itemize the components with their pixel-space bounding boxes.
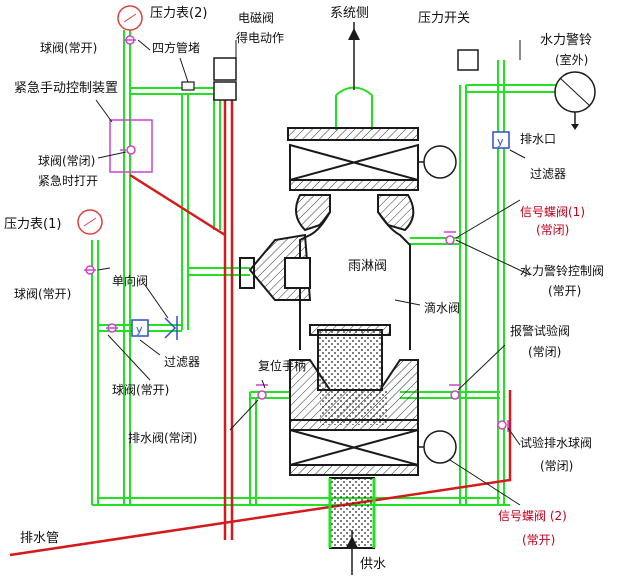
label-ball-valve-open-bottom: 球阀(常开) bbox=[112, 383, 169, 397]
water-bell bbox=[554, 71, 596, 130]
signal-butterfly-2-actuator bbox=[423, 430, 457, 464]
deluge-valve-body bbox=[239, 127, 419, 549]
label-drain-valve-closed: 排水阀(常闭) bbox=[128, 431, 197, 445]
label-drip-valve: 滴水阀 bbox=[424, 300, 460, 315]
label-ball-valve-closed-2: 紧急时打开 bbox=[38, 173, 98, 188]
label-ball-valve-open-left: 球阀(常开) bbox=[14, 287, 71, 301]
label-deluge-valve: 雨淋阀 bbox=[348, 259, 387, 274]
label-solenoid-valve-2: 得电动作 bbox=[236, 30, 284, 45]
solenoid-valve bbox=[213, 57, 237, 101]
label-ball-valve-closed-1: 球阀(常闭) bbox=[38, 154, 95, 168]
label-pressure-gauge-2: 压力表(2) bbox=[150, 6, 207, 21]
filter-right: y bbox=[492, 131, 510, 149]
label-water-bell-1: 水力警铃 bbox=[540, 32, 592, 48]
label-drain-outlet: 排水口 bbox=[520, 132, 556, 146]
label-solenoid-valve-1: 电磁阀 bbox=[238, 10, 274, 25]
label-four-way-plug: 四方管堵 bbox=[152, 40, 200, 55]
label-signal-butterfly-1: 信号蝶阀(1) bbox=[520, 204, 585, 219]
leader-lines bbox=[95, 39, 531, 506]
label-ball-valve-open-top: 球阀(常开) bbox=[40, 41, 97, 55]
filter-left: y bbox=[131, 319, 149, 337]
label-pressure-gauge-1: 压力表(1) bbox=[4, 217, 61, 232]
label-signal-butterfly-2: 信号蝶阀 (2) bbox=[498, 508, 567, 523]
label-filter-left: 过滤器 bbox=[164, 355, 200, 369]
label-emergency-manual: 紧急手动控制装置 bbox=[14, 81, 118, 96]
label-bell-control-state: (常开) bbox=[548, 284, 581, 298]
labels: 压力表(2) 球阀(常开) 四方管堵 电磁阀 得电动作 系统侧 压力开关 水力警… bbox=[4, 6, 604, 572]
signal-butterfly-1-actuator bbox=[423, 145, 457, 179]
emergency-manual-box bbox=[109, 119, 153, 173]
red-drain-pipe bbox=[9, 100, 512, 557]
label-system-side: 系统侧 bbox=[330, 6, 369, 21]
label-filter-right: 过滤器 bbox=[530, 167, 566, 181]
label-bell-control-valve: 水力警铃控制阀 bbox=[520, 263, 604, 278]
label-test-drain-state: (常闭) bbox=[540, 459, 573, 473]
pressure-gauge-2 bbox=[117, 5, 143, 31]
label-signal-butterfly-1-state: (常闭) bbox=[536, 223, 569, 237]
label-alarm-test-valve: 报警试验阀 bbox=[510, 323, 570, 338]
label-water-supply: 供水 bbox=[360, 557, 386, 572]
label-drain-pipe: 排水管 bbox=[20, 531, 59, 546]
small-valves bbox=[84, 35, 509, 432]
pressure-switch bbox=[457, 49, 479, 71]
label-alarm-test-state: (常闭) bbox=[528, 345, 561, 359]
svg-text:y: y bbox=[136, 323, 143, 336]
label-pressure-switch: 压力开关 bbox=[418, 11, 470, 26]
svg-text:y: y bbox=[497, 135, 504, 148]
pressure-gauge-1 bbox=[77, 209, 103, 235]
four-way-plug bbox=[181, 81, 195, 91]
label-water-bell-2: (室外) bbox=[555, 52, 588, 67]
label-check-valve: 单向阀 bbox=[112, 273, 148, 288]
label-reset-handle: 复位手柄 bbox=[258, 358, 306, 373]
label-signal-butterfly-2-state: (常开) bbox=[522, 533, 555, 547]
label-test-drain-ball: 试验排水球阀 bbox=[520, 435, 592, 450]
check-valve bbox=[164, 316, 178, 340]
